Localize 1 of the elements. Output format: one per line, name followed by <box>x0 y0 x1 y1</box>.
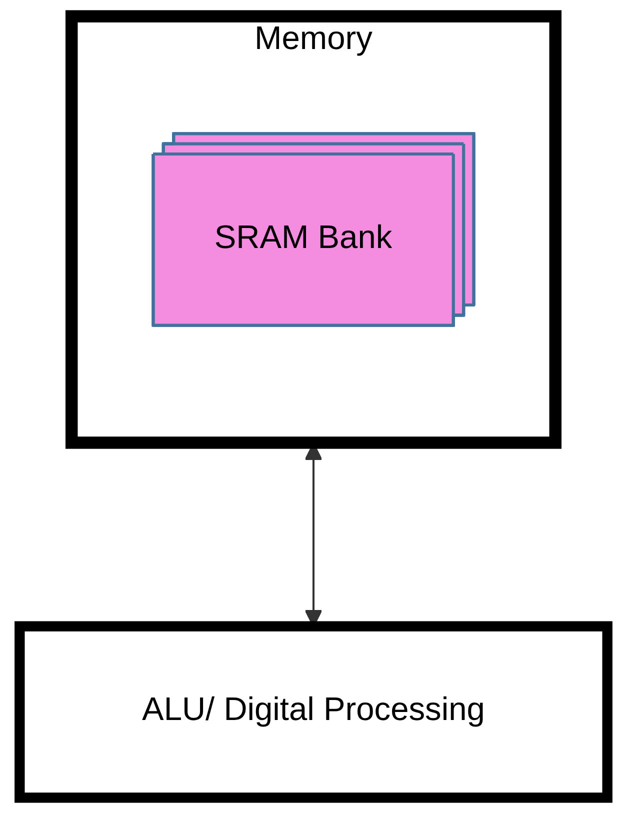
node-box: ALU/ Digital Processing <box>14 621 612 803</box>
